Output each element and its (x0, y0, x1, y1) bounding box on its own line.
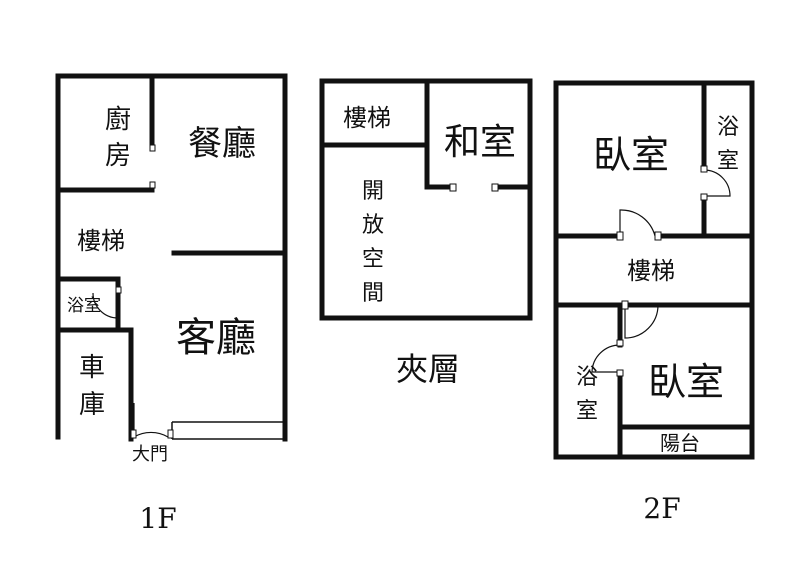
wall-1f-bottom-window (171, 421, 285, 440)
caption-1f: 1F (139, 502, 176, 535)
label-1f-bath: 浴室 (67, 296, 101, 316)
label-mezz-tatami: 和室 (444, 122, 516, 163)
label-2f-bath-top-2: 室 (717, 149, 739, 174)
label-mezz-open-1: 開 (362, 179, 384, 204)
label-1f-garage-2: 庫 (79, 390, 105, 420)
door-jamb (700, 165, 708, 173)
door-jamb (449, 183, 457, 192)
door-jamb (149, 181, 156, 189)
door-swing-1f-main (133, 403, 169, 439)
door-jamb (167, 429, 174, 439)
label-1f-main-door: 大門 (132, 444, 168, 465)
door-jamb (616, 369, 624, 377)
label-2f-bath-top-1: 浴 (717, 115, 739, 140)
door-swing-2f-bedroom-top (619, 209, 656, 237)
label-1f-living: 客廳 (176, 315, 256, 361)
label-1f-garage-1: 車 (79, 353, 105, 383)
door-jamb (621, 300, 629, 310)
door-jamb (130, 429, 137, 439)
label-mezz-open-4: 間 (362, 281, 384, 306)
label-2f-balcony: 陽台 (660, 431, 700, 455)
label-mezz-open-2: 放 (362, 213, 384, 238)
wall-mezz-tatami-left (424, 78, 455, 190)
label-mezz-stairs: 樓梯 (343, 104, 391, 132)
label-1f-kitchen-1: 廚 (105, 105, 131, 135)
door-swing-2f-bath-top (703, 169, 731, 197)
wall-1f-outer-top-right (55, 73, 288, 442)
door-jamb (149, 144, 156, 152)
door-jamb (616, 231, 624, 241)
door-jamb (491, 183, 499, 192)
label-2f-stairs: 樓梯 (627, 257, 675, 285)
label-2f-bedroom-top: 臥室 (593, 133, 669, 177)
label-1f-kitchen-2: 房 (105, 141, 131, 171)
label-1f-dining: 餐廳 (188, 124, 256, 164)
caption-2f: 2F (643, 492, 680, 525)
floor-plan-2f: 臥室 浴 室 樓梯 浴 室 臥室 陽台 2F (553, 80, 755, 525)
label-mezz-open-3: 空 (362, 247, 384, 272)
door-jamb (115, 286, 122, 294)
label-1f-stairs: 樓梯 (77, 227, 125, 255)
floor-plan-mezzanine: 樓梯 和室 開 放 空 間 夾層 (319, 78, 533, 388)
label-2f-bath-bottom-1: 浴 (576, 365, 598, 390)
door-jamb (654, 231, 662, 241)
door-swing-2f-bath-bottom (591, 344, 621, 373)
floor-plan-1f: 廚 房 餐廳 樓梯 浴室 客廳 車 庫 大門 1F (55, 73, 288, 535)
label-2f-bedroom-bottom: 臥室 (648, 360, 724, 404)
wall-2f-outer (553, 80, 755, 460)
wall-1f-garage (55, 327, 134, 442)
door-jamb (700, 193, 708, 201)
caption-mezz: 夾層 (396, 350, 460, 388)
door-swing-2f-bedroom-bottom (624, 304, 659, 339)
door-jamb (616, 339, 624, 347)
door-swing-1f-bath (92, 292, 119, 319)
label-2f-bath-bottom-2: 室 (576, 399, 598, 424)
